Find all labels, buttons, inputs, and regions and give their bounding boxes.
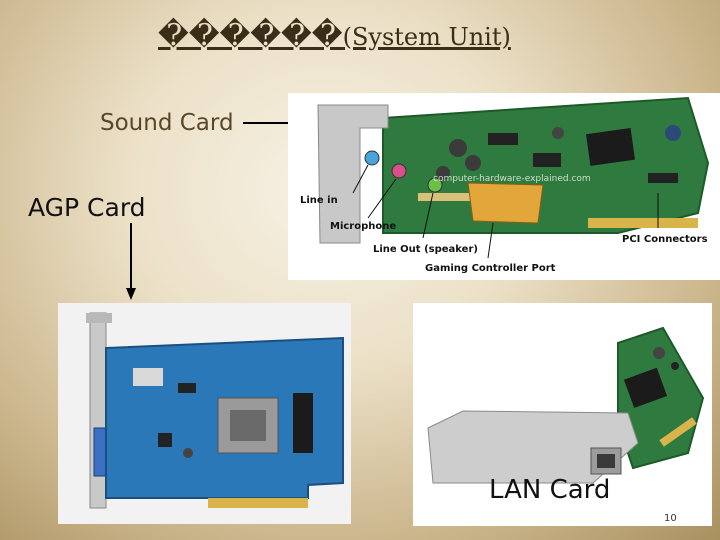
agp-card-arrow bbox=[126, 223, 136, 300]
callout-pci-connectors: PCI Connectors bbox=[622, 234, 708, 245]
title-suffix: (System Unit) bbox=[342, 23, 511, 51]
callout-line-out: Line Out (speaker) bbox=[373, 244, 478, 255]
slide-title: ������(System Unit) bbox=[158, 18, 511, 53]
agp-card-photo bbox=[58, 303, 351, 524]
callout-gaming-port: Gaming Controller Port bbox=[425, 263, 556, 274]
sound-card-label: Sound Card bbox=[100, 110, 234, 136]
sound-card-photo: computer-hardware-explained.com Line in … bbox=[288, 93, 720, 280]
title-prefix: ������ bbox=[158, 18, 343, 53]
agp-card-label: AGP Card bbox=[28, 193, 146, 222]
lan-card-photo bbox=[413, 303, 712, 526]
watermark-text: computer-hardware-explained.com bbox=[433, 174, 591, 184]
page-number: 10 bbox=[664, 513, 677, 524]
callout-line-in: Line in bbox=[300, 195, 338, 206]
lan-card-label: LAN Card bbox=[489, 475, 611, 505]
callout-microphone: Microphone bbox=[330, 221, 396, 232]
